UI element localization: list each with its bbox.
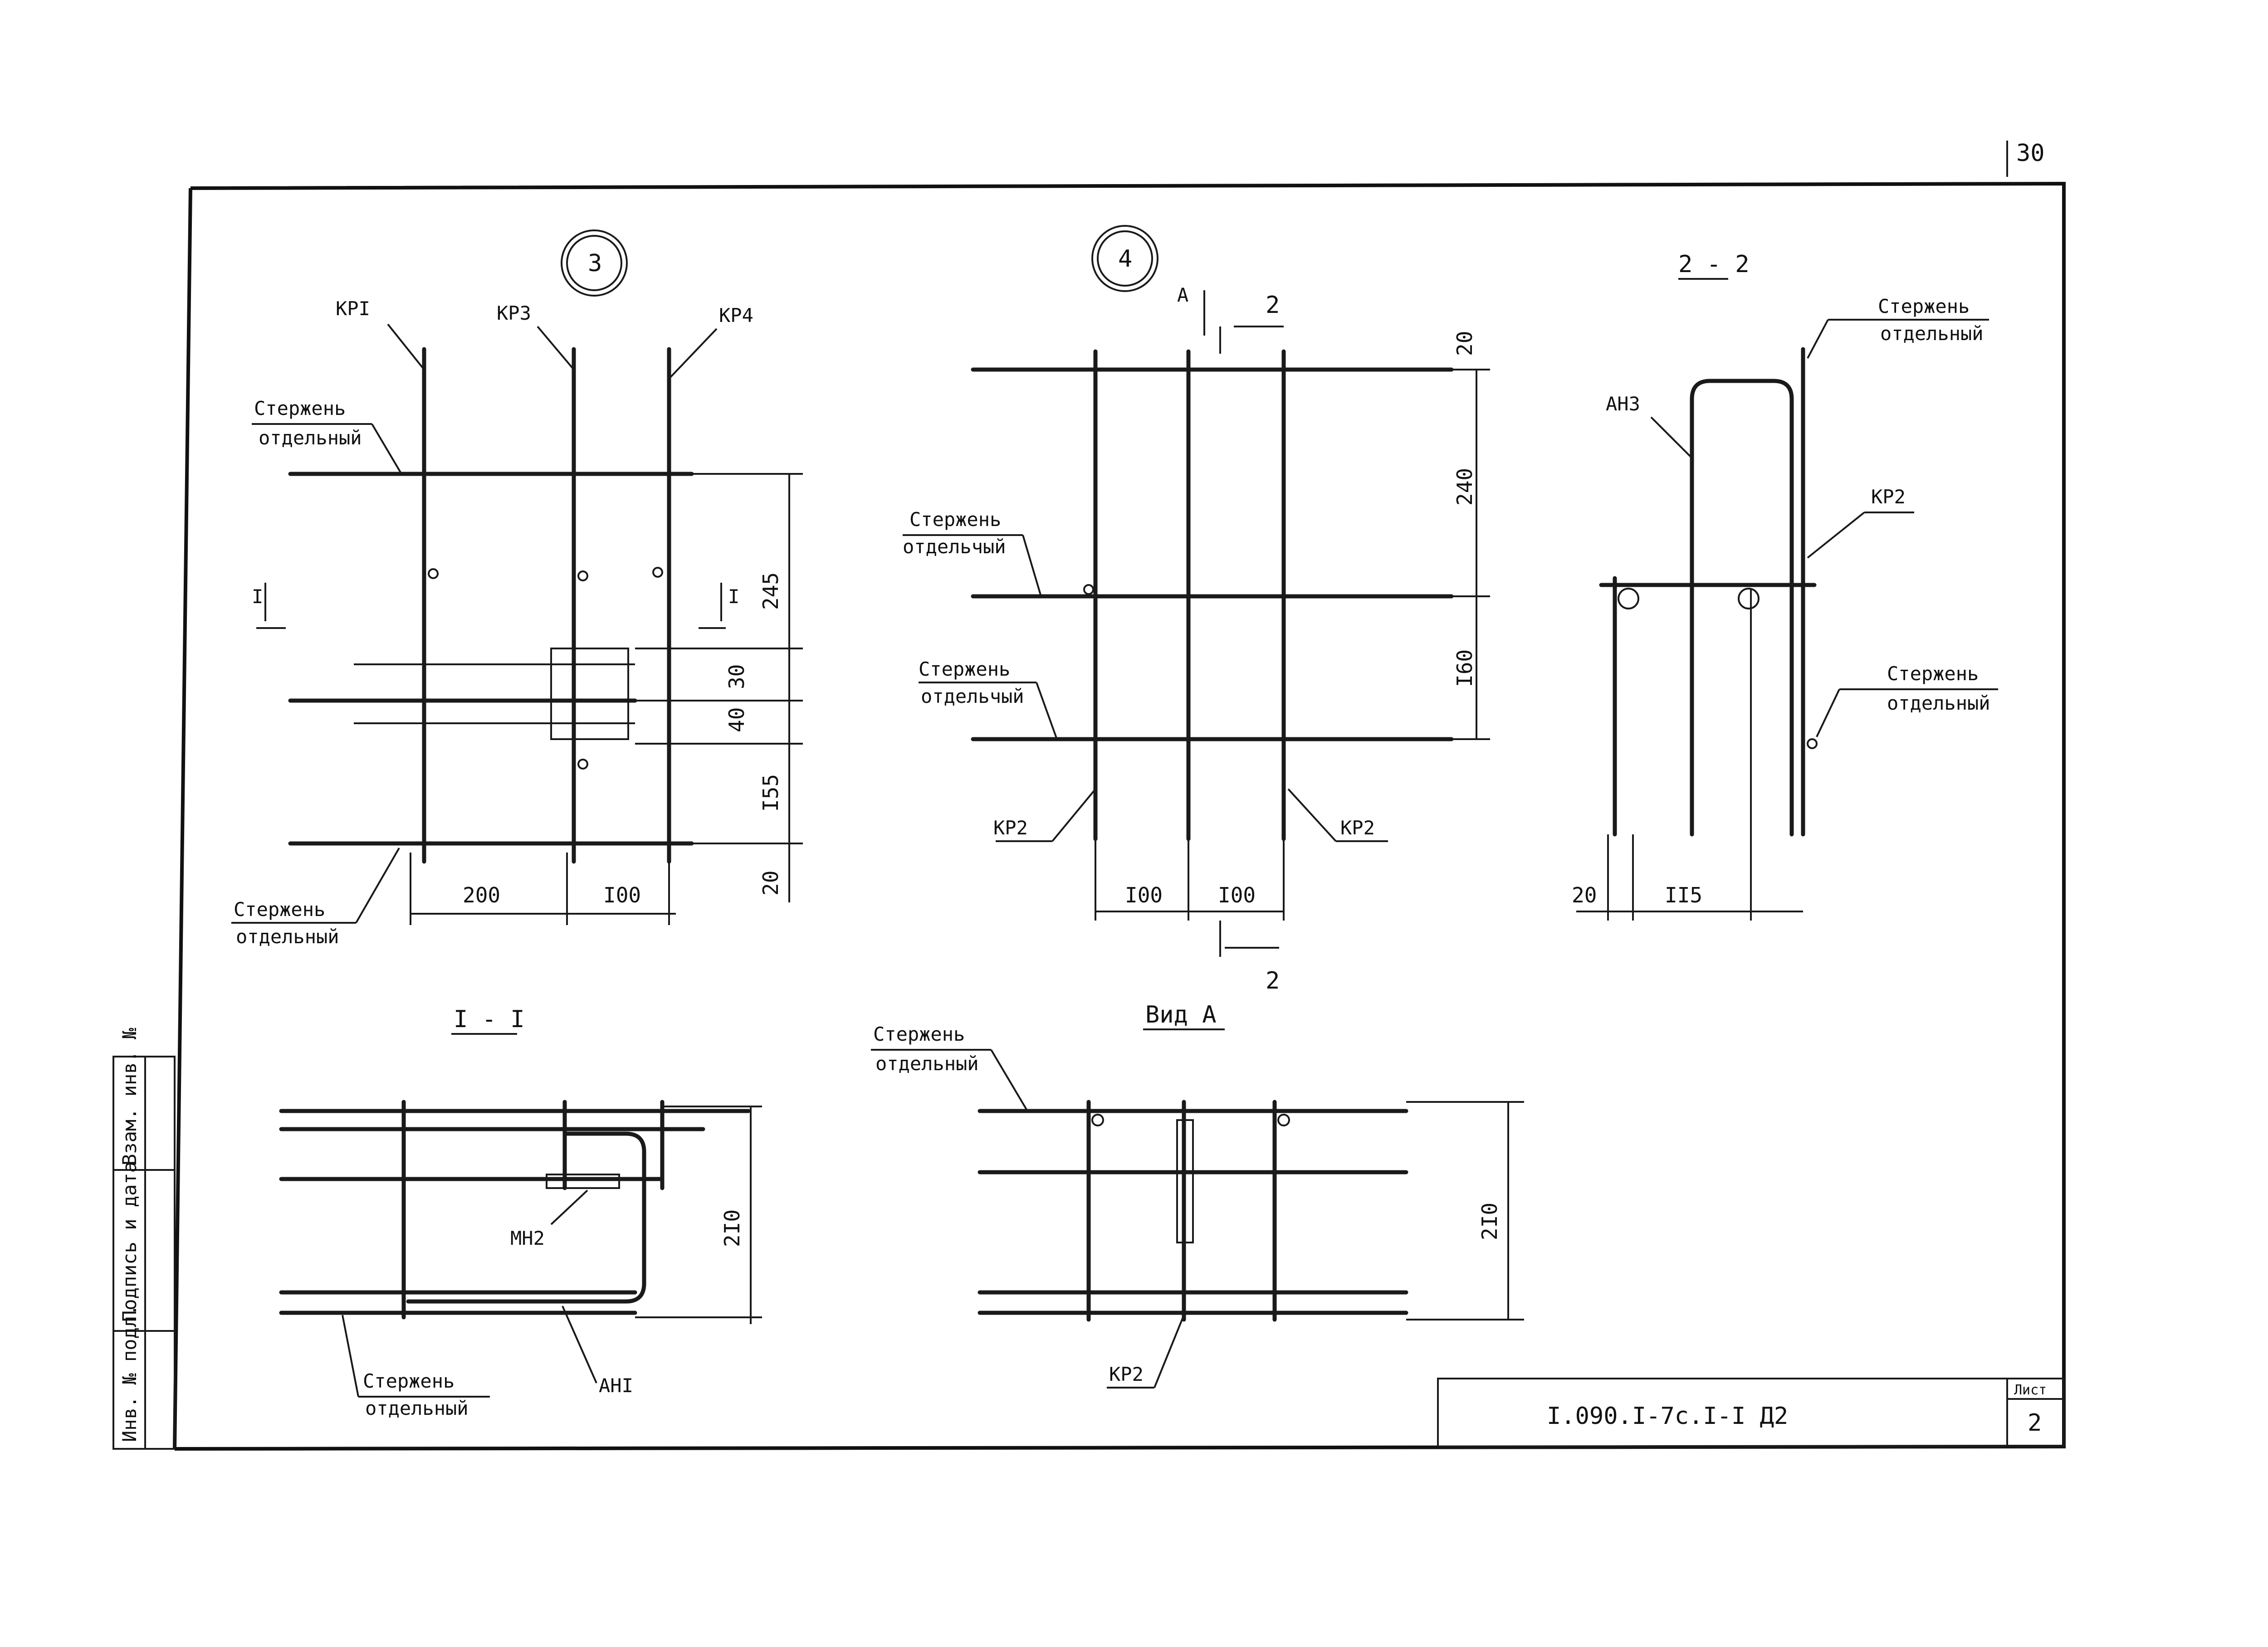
- dim-210: 2I0: [720, 1209, 744, 1247]
- detail-3: 3 КРI КР3 КР4 Стержень отдельный Стержен…: [231, 229, 803, 948]
- section-2-2-title: 2 - 2: [1678, 251, 1750, 278]
- stamp-label-replace: Взам. инв. №: [118, 1028, 141, 1165]
- detail-3-marker: [561, 229, 628, 297]
- frame-left-edge: [173, 188, 192, 1449]
- rod-upper-label-1: Стержень: [909, 508, 1001, 531]
- stamp-label-inv: Инв. № подл.: [118, 1305, 141, 1442]
- rod-label-1: Стержень: [363, 1370, 455, 1392]
- label-kp2-right: КР2: [1340, 817, 1375, 839]
- sheet-label: Лист: [2014, 1382, 2047, 1398]
- section-2-2: 2 - 2 Стержень отдельный АН3 КР2 Стержен…: [1572, 251, 1998, 921]
- view-a: Вид А Стержень отдельный КР2 2I0: [871, 1001, 1524, 1389]
- detail-3-number: 3: [588, 250, 602, 277]
- title-block: I.090.I-7с.I-I Д2 Лист 2: [1437, 1378, 2065, 1447]
- bar-ah3: [1690, 379, 1794, 837]
- rod-label-2: отдельный: [365, 1397, 469, 1419]
- doc-code: I.090.I-7с.I-I Д2: [1547, 1403, 1788, 1430]
- page-number: 30: [2016, 140, 2045, 167]
- view-a-title: Вид А: [1145, 1001, 1217, 1028]
- label-kp4: КР4: [719, 304, 753, 326]
- label-mh2: МН2: [510, 1227, 545, 1249]
- rod-top-label-2: отдельный: [259, 427, 362, 449]
- label-kp3: КР3: [497, 302, 531, 324]
- section-2-top: 2: [1266, 292, 1280, 319]
- rod-bottom-label-2: отдельный: [236, 926, 339, 948]
- section-mark-left: I: [252, 585, 263, 608]
- label-ah3: АН3: [1606, 393, 1640, 415]
- section-1-1-title: I - I: [454, 1006, 525, 1033]
- rod-bottom-label-1: Стержень: [1887, 663, 1979, 685]
- label-kp1: КРI: [336, 297, 370, 320]
- dim-30: 30: [724, 664, 749, 689]
- detail-4: 4 А 2 2 Стержень отдельчый Стержень отде…: [903, 225, 1490, 994]
- rod-bottom-label-2: отдельный: [1887, 692, 1990, 714]
- plate-mh2: [546, 1174, 620, 1189]
- view-mark-a: А: [1177, 284, 1188, 306]
- rod-top-label-1: Стержень: [1878, 295, 1970, 317]
- detail-4-marker: [1091, 225, 1158, 292]
- dim-200: 200: [463, 883, 500, 907]
- rod-lower-label-2: отдельчый: [921, 685, 1024, 707]
- side-stamp: Инв. № подл. Подпись и дата Взам. инв. №: [112, 1028, 176, 1450]
- dim-115: II5: [1665, 883, 1702, 907]
- rod-top-label-1: Стержень: [254, 397, 346, 419]
- dim-100-right: I00: [1218, 883, 1256, 907]
- dim-20: 20: [1452, 331, 1477, 356]
- dim-155: I55: [758, 774, 783, 812]
- section-1-1: I - I МН2 АНI Стержень отдельный 2I0: [279, 1006, 762, 1419]
- dim-160: I60: [1452, 649, 1477, 687]
- sheet-frame: [174, 181, 2066, 1451]
- label-kp2-left: КР2: [993, 817, 1028, 839]
- dim-245: 245: [758, 572, 783, 610]
- rod-lower-label-1: Стержень: [919, 658, 1010, 680]
- bar-ah1: [406, 1131, 646, 1304]
- dim-100: I00: [603, 883, 641, 907]
- section-2-bottom: 2: [1266, 967, 1280, 994]
- rod-upper-label-2: отдельчый: [903, 536, 1006, 558]
- stamp-label-sign: Подпись и дата: [118, 1161, 141, 1322]
- plate-edge: [1176, 1119, 1194, 1243]
- label-kp2: КР2: [1871, 486, 1906, 508]
- rod-top-label-2: отдельный: [1880, 322, 1984, 345]
- sheet-number: 2: [2028, 1409, 2042, 1437]
- label-kp2: КР2: [1109, 1363, 1144, 1385]
- label-ah1: АНI: [599, 1374, 633, 1397]
- dim-40: 40: [724, 707, 749, 732]
- dim-20: 20: [758, 871, 783, 896]
- rod-bottom-label-1: Стержень: [234, 898, 325, 921]
- dim-240: 240: [1452, 468, 1477, 506]
- detail-4-number: 4: [1118, 245, 1132, 273]
- dim-210: 2I0: [1477, 1203, 1502, 1240]
- rod-label-1: Стержень: [873, 1023, 965, 1045]
- section-mark-right: I: [728, 585, 739, 608]
- embedded-plate: [550, 648, 629, 740]
- dim-100-left: I00: [1125, 883, 1163, 907]
- rod-label-2: отдельный: [875, 1053, 979, 1075]
- dim-20: 20: [1572, 883, 1597, 907]
